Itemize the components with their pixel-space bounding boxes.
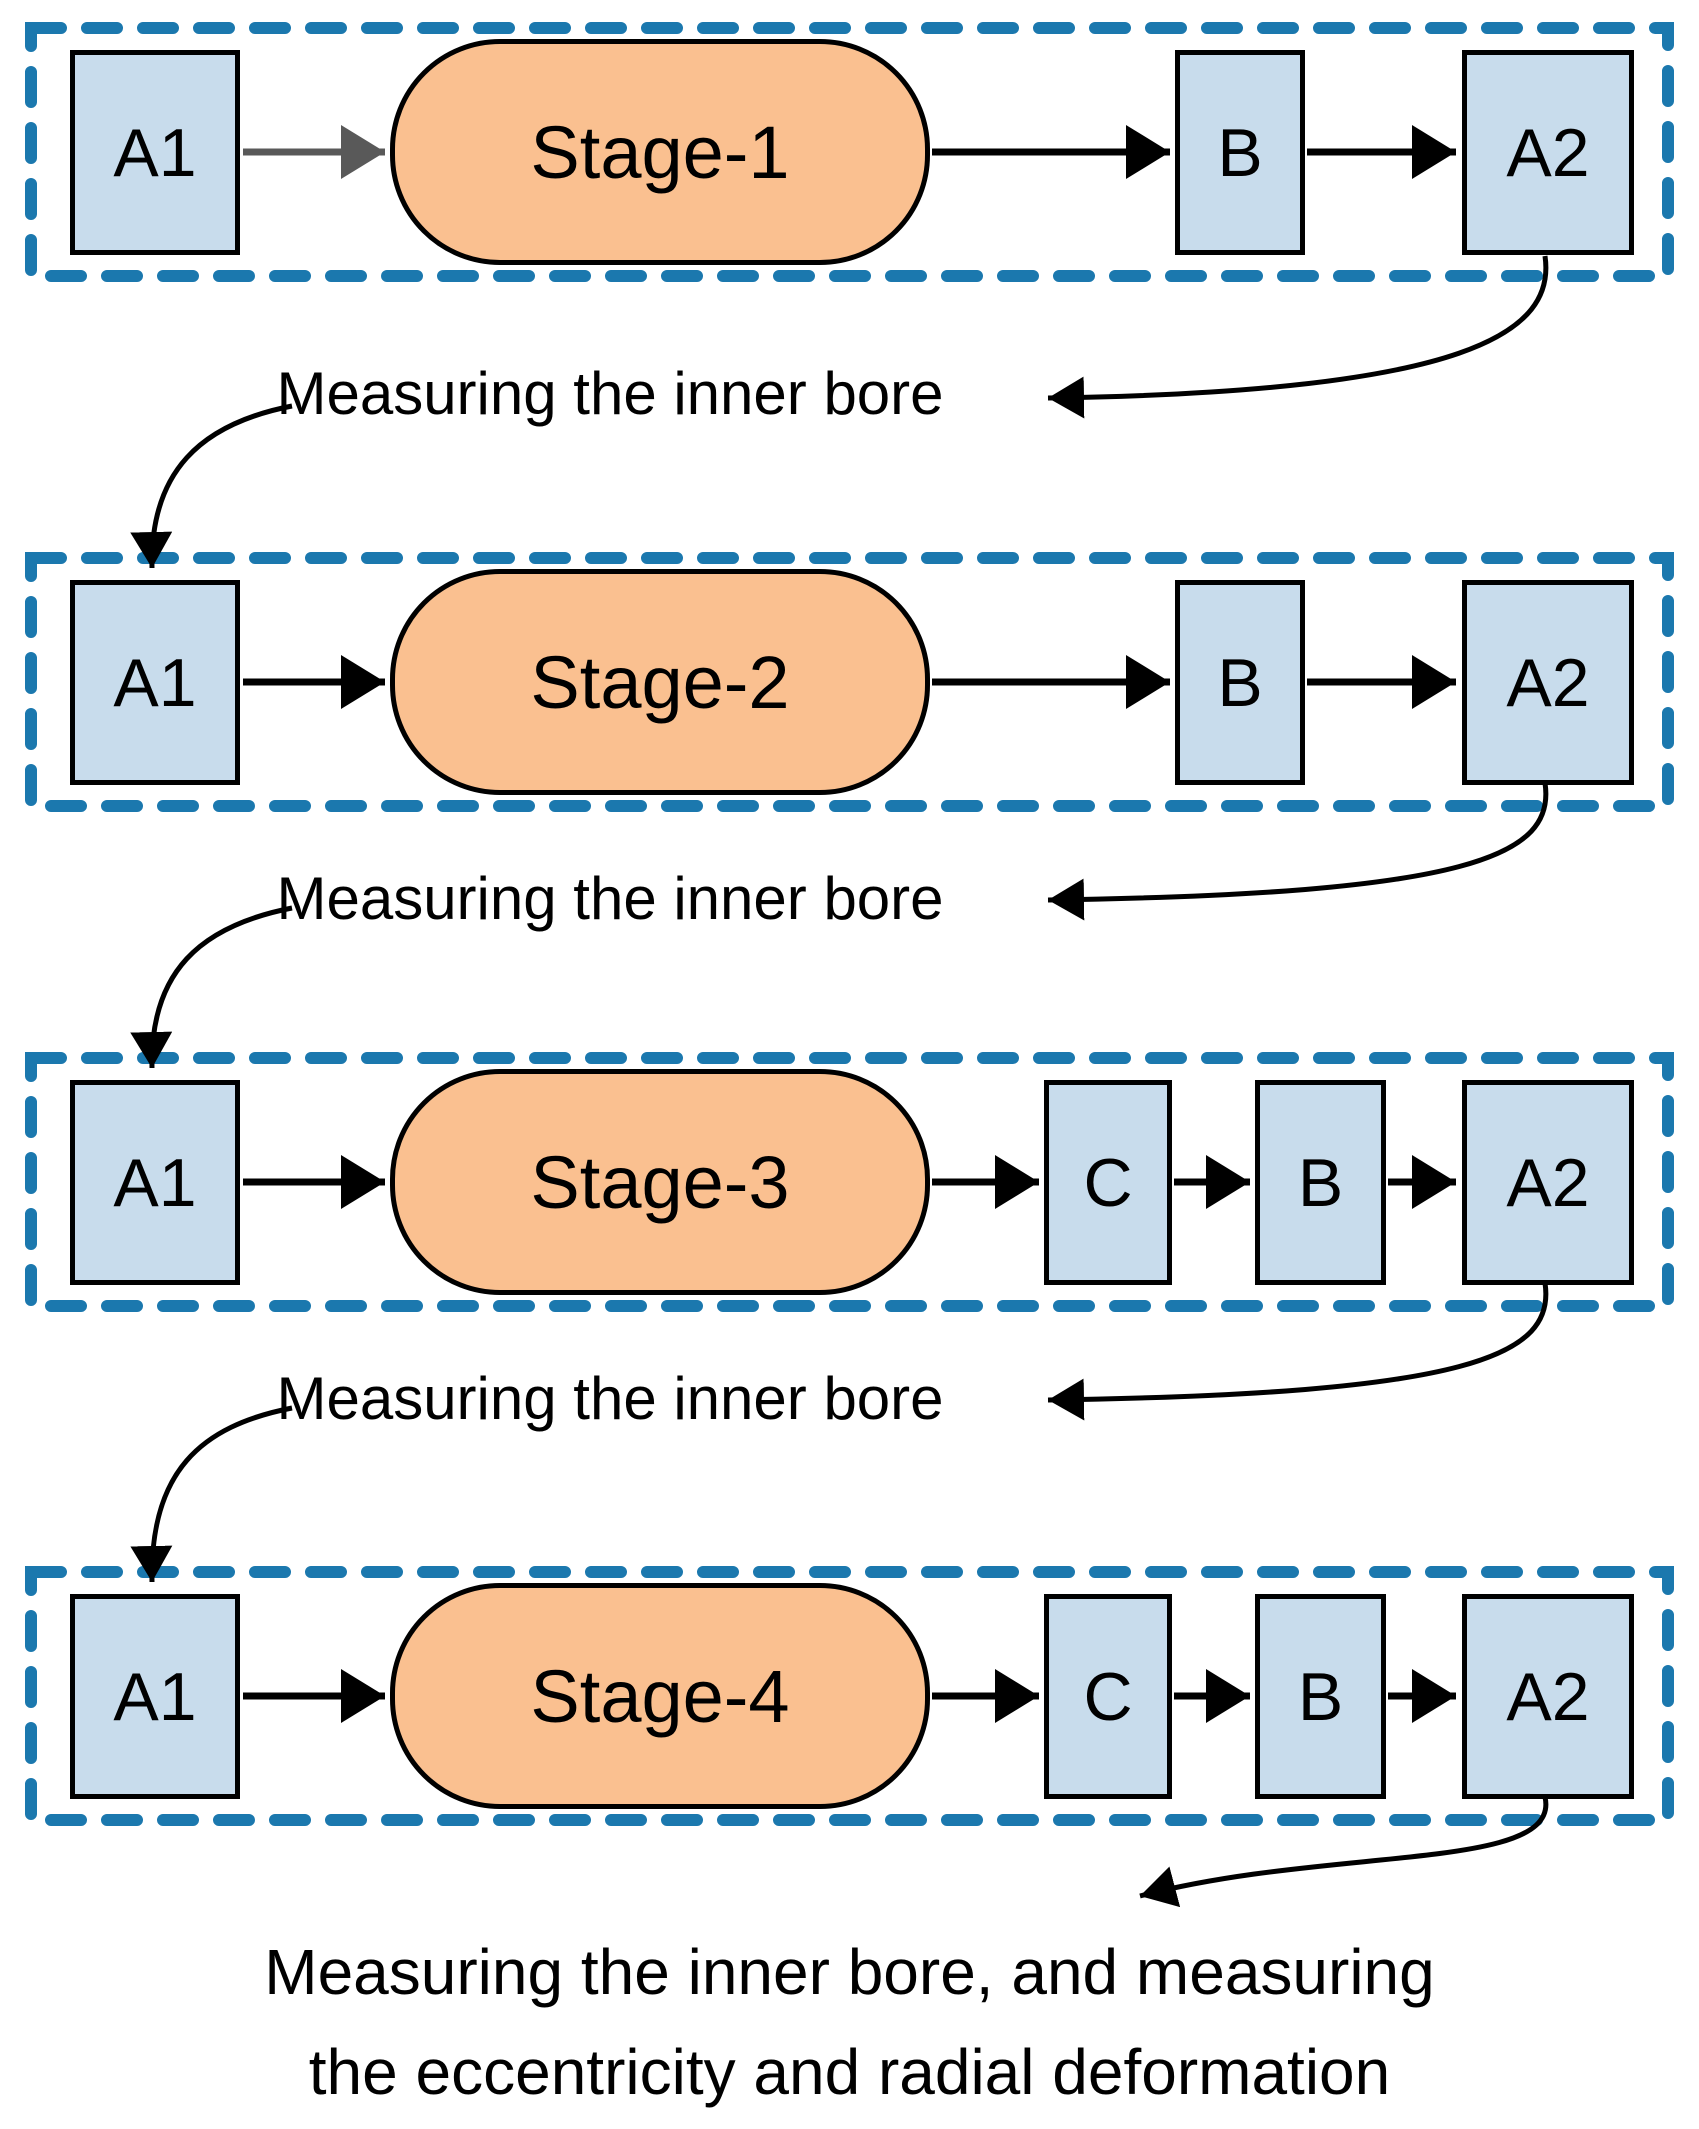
stage4-dashed-container	[25, 1566, 1674, 1826]
curve-a2row3-to-measure3	[1047, 1282, 1549, 1421]
node-a2-row4: A2	[1462, 1594, 1634, 1799]
node-c-row3: C	[1044, 1080, 1172, 1285]
node-stage-3: Stage-3	[390, 1069, 930, 1295]
node-a2-row3: A2	[1462, 1080, 1634, 1285]
curve-measure2-to-a1row3	[130, 905, 293, 1069]
node-a1-row2: A1	[70, 580, 240, 785]
annotation-measure-2: Measuring the inner bore	[276, 865, 944, 932]
node-b-row2: B	[1175, 580, 1305, 785]
node-a1-row1: A1	[70, 50, 240, 255]
curve-measure3-to-a1row4	[130, 1405, 293, 1583]
node-b-row1: B	[1175, 50, 1305, 255]
node-c-row4: C	[1044, 1594, 1172, 1799]
curve-measure1-to-a1row2	[130, 403, 293, 569]
curve-a2row2-to-measure2	[1047, 782, 1549, 921]
node-stage-2: Stage-2	[390, 569, 930, 795]
node-b-row3: B	[1255, 1080, 1386, 1285]
curve-a2row4-to-caption	[1139, 1796, 1549, 1908]
node-a1-row4: A1	[70, 1594, 240, 1799]
annotation-final-line1: Measuring the inner bore, and measuring	[264, 1936, 1435, 2008]
node-stage-4: Stage-4	[390, 1583, 930, 1809]
annotation-final-line2: the eccentricity and radial deformation	[308, 2036, 1391, 2108]
node-b-row4: B	[1255, 1594, 1386, 1799]
stage3-dashed-container	[25, 1052, 1674, 1312]
annotation-measure-3: Measuring the inner bore	[276, 1365, 944, 1432]
annotation-final-caption: Measuring the inner bore, and measuring …	[0, 1922, 1699, 2122]
node-stage-1: Stage-1	[390, 39, 930, 265]
node-a2-row2: A2	[1462, 580, 1634, 785]
node-a1-row3: A1	[70, 1080, 240, 1285]
stage2-dashed-container	[25, 552, 1674, 812]
annotation-measure-1: Measuring the inner bore	[276, 360, 944, 427]
node-a2-row1: A2	[1462, 50, 1634, 255]
stage1-dashed-container	[25, 22, 1674, 282]
curve-a2row1-to-measure1	[1047, 255, 1549, 419]
